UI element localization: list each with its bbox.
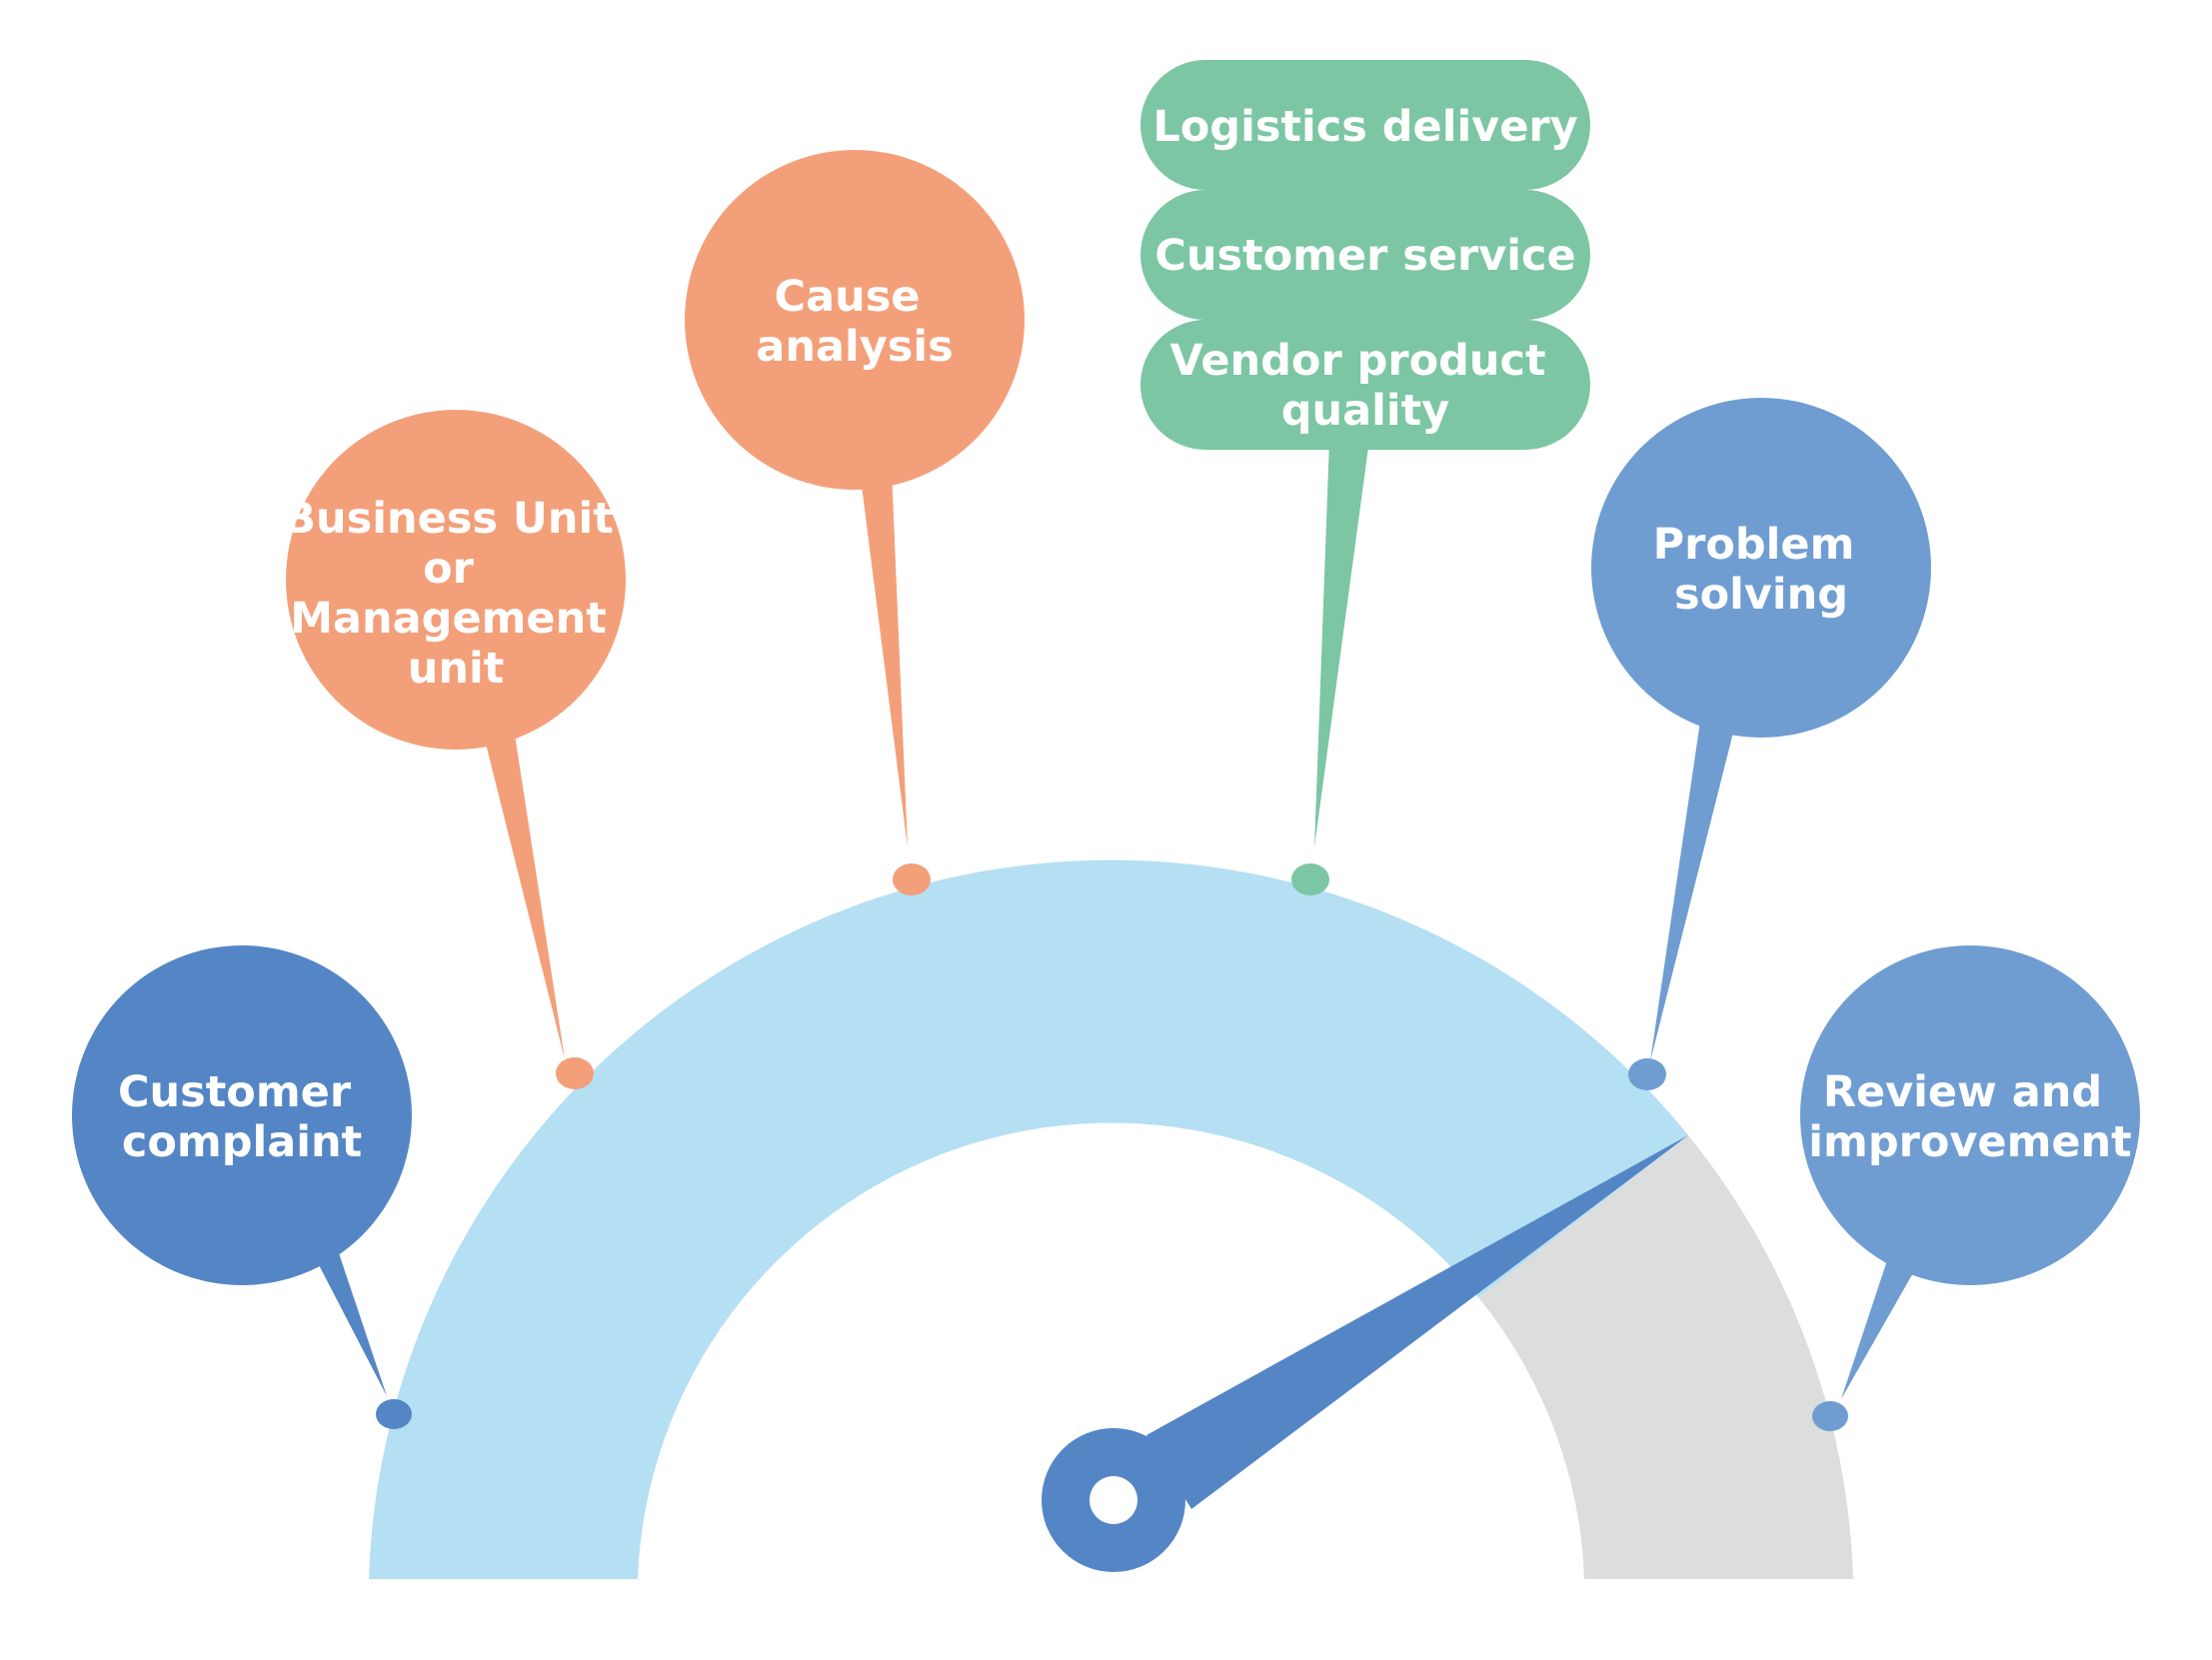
bubble-label: Problem solving xyxy=(1653,520,1870,620)
gauge-marker xyxy=(376,1399,412,1429)
label-line: solving xyxy=(1674,570,1848,620)
gauge-arc-remaining xyxy=(1478,1135,1853,1579)
bubble-customer-complaint: Customer complaint xyxy=(72,945,412,1429)
gauge-marker xyxy=(556,1057,594,1089)
bubble-circle xyxy=(1591,398,1931,738)
bubble-cause-analysis: Cause analysis xyxy=(685,150,1025,895)
bubble-cause-list: Logistics delivery Customer service Vend… xyxy=(1140,60,1590,895)
bubble-label: Review and improvement xyxy=(1808,1067,2131,1167)
label-line: Problem xyxy=(1653,520,1855,570)
label-line: improvement xyxy=(1808,1117,2131,1167)
pointer-hub-hole xyxy=(1090,1476,1137,1524)
gauge-marker xyxy=(893,863,931,895)
bubble-tail xyxy=(1314,440,1369,847)
bubble-circle xyxy=(286,410,626,750)
gauge-marker xyxy=(1812,1401,1848,1431)
bubble-tail xyxy=(860,470,908,847)
label-line: Review and xyxy=(1823,1067,2102,1117)
bubble-business-unit: Business Unit or Management unit xyxy=(283,410,628,1089)
bubble-tail xyxy=(315,1247,387,1396)
gauge-marker xyxy=(1291,863,1329,895)
bubble-label: Business Unit or Management unit xyxy=(283,494,628,694)
bubble-review-improvement: Review and improvement xyxy=(1800,945,2140,1431)
gauge-arc xyxy=(369,859,1853,1579)
label-line: Customer xyxy=(118,1067,352,1117)
bubble-tail xyxy=(485,735,565,1059)
label-line: Cause xyxy=(775,272,921,322)
label-line: Vendor product xyxy=(1169,336,1545,386)
gauge-marker xyxy=(1628,1058,1666,1090)
pill-label-vendor: Vendor product quality xyxy=(1169,336,1560,436)
bubble-circle xyxy=(1800,945,2140,1285)
label-line: complaint xyxy=(122,1117,362,1167)
label-line: analysis xyxy=(756,322,953,372)
label-line: Business Unit xyxy=(283,494,613,544)
bubble-circle xyxy=(72,945,412,1285)
pill-customer-service xyxy=(1140,190,1590,320)
bubble-tail xyxy=(1841,1254,1914,1399)
gauge-pointer xyxy=(1042,1135,1688,1572)
label-line: or xyxy=(423,544,475,594)
pill-label-customer-service: Customer service xyxy=(1154,231,1575,281)
bubble-tail xyxy=(1650,715,1735,1061)
label-line: Management xyxy=(290,594,607,644)
label-line: quality xyxy=(1281,386,1449,436)
bubble-circle xyxy=(685,150,1025,490)
pill-vendor-product-quality xyxy=(1140,320,1590,450)
label-line: unit xyxy=(408,644,505,694)
pill-logistics-delivery xyxy=(1140,60,1590,190)
bubble-label: Cause analysis xyxy=(756,272,953,372)
gauge-arc-progress xyxy=(369,859,1688,1579)
bubble-label: Customer complaint xyxy=(118,1067,366,1167)
bubble-problem-solving: Problem solving xyxy=(1591,398,1931,1090)
pill-label-logistics: Logistics delivery xyxy=(1152,102,1577,152)
pointer-needle xyxy=(1146,1135,1688,1509)
